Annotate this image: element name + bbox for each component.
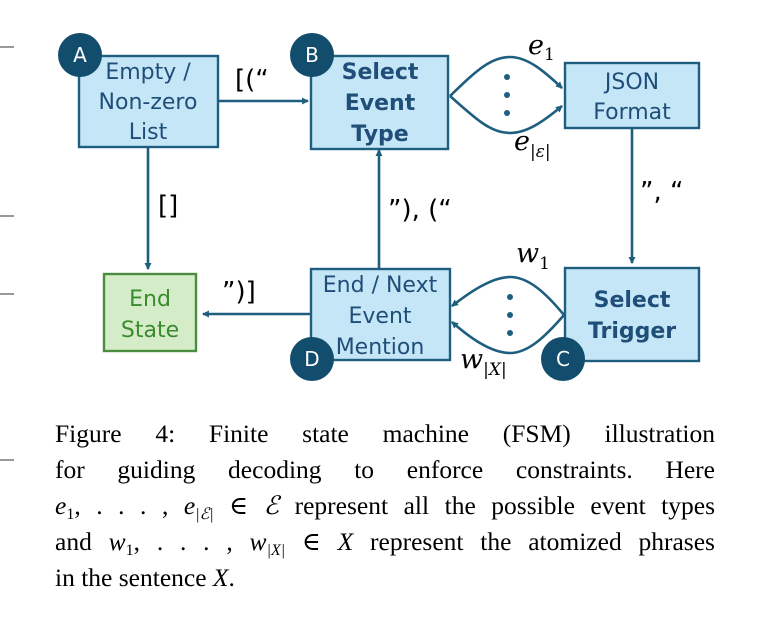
badge-c-label: C	[556, 347, 570, 371]
caption-line-4: and w1, . . . , w|X| ∈ X represent the a…	[55, 524, 715, 560]
label-w-last: w|X|	[460, 344, 507, 380]
node-b-line1: Select	[342, 60, 419, 85]
node-c-line2: Trigger	[588, 319, 676, 344]
edge-c-to-d-upper	[451, 275, 566, 316]
label-w-first-sub: 1	[539, 254, 550, 274]
caption-line-1: Figure 4: Finite state machine (FSM) ill…	[55, 419, 715, 448]
badge-a-label: A	[73, 43, 87, 67]
edges	[144, 55, 636, 355]
node-end-line2: State	[121, 318, 179, 343]
edge-label-d-to-end: ”)]	[222, 277, 256, 307]
node-b-line3: Type	[351, 122, 408, 147]
label-w-last-base: w	[460, 344, 483, 375]
node-end-line1: End	[129, 287, 171, 312]
caption-e-end: e	[183, 491, 196, 520]
node-a: Empty / Non-zero List	[77, 54, 220, 149]
node-a-line2: Non-zero	[99, 90, 198, 115]
label-e-first-base: e	[528, 30, 544, 61]
node-c: Select Trigger	[563, 266, 701, 363]
caption-w-start-sub: 1	[125, 542, 134, 559]
edge-c-to-d-lower	[451, 314, 565, 355]
caption-sentence-set: X	[337, 527, 354, 556]
label-w-first-base: w	[516, 238, 539, 269]
node-d: End / Next Event Mention	[309, 267, 452, 362]
edge-b-to-json-upper	[449, 55, 563, 97]
edge-label-d-to-b: ”), (“	[388, 195, 452, 225]
caption-w-start: w	[108, 527, 126, 556]
svg-text:e1: e1	[528, 30, 555, 65]
caption-and: and	[55, 527, 109, 556]
node-a-line1: Empty /	[105, 60, 191, 85]
caption-line-4-rest: represent the atomized phrases	[353, 527, 715, 556]
node-d-line2: Event	[348, 304, 411, 329]
badge-b-label: B	[305, 43, 319, 67]
edge-b-to-json-lower	[449, 95, 563, 135]
caption-line-2: for guiding decoding to enforce constrai…	[55, 455, 715, 484]
label-e-last: e|ε|	[514, 126, 551, 162]
ellipsis-dots-top	[504, 74, 510, 116]
badge-d: D	[290, 337, 334, 381]
caption-line-3-rest: represent all the possible event types	[279, 491, 716, 520]
caption-w-in: ∈	[285, 527, 338, 556]
label-w-first: w1	[516, 238, 550, 274]
caption-event-set: ℰ	[263, 491, 280, 521]
badge-a: A	[58, 33, 102, 77]
label-e-first-sub: 1	[544, 45, 555, 65]
node-d-line1: End / Next	[323, 273, 438, 298]
label-w-last-sub: |X|	[483, 360, 507, 380]
node-b: Select Event Type	[309, 54, 450, 151]
caption-line-5-text: in the sentence	[55, 563, 213, 592]
caption-e-start-sub: 1	[66, 506, 75, 523]
caption-line-5-end: .	[228, 563, 235, 592]
caption-e-end-sub: |ℰ|	[195, 506, 214, 523]
caption-line-3: e1, . . . , e|ℰ| ∈ ℰ represent all the p…	[55, 488, 715, 524]
svg-text:w|X|: w|X|	[460, 344, 507, 380]
edge-label-a-to-end: []	[158, 191, 178, 221]
caption-e-dots: , . . . ,	[74, 491, 184, 520]
svg-text:e|ε|: e|ε|	[514, 126, 551, 162]
caption-line-5-var: X	[212, 563, 229, 592]
label-e-first: e1	[528, 30, 555, 65]
node-c-line1: Select	[594, 288, 671, 313]
caption-w-end-sub: |X|	[266, 542, 286, 559]
node-json-format: JSON Format	[563, 61, 701, 130]
node-json-line2: Format	[593, 100, 671, 125]
caption-line-5: in the sentence X.	[55, 560, 715, 596]
caption-w-dots: , . . . ,	[133, 527, 250, 556]
margin-marks	[0, 46, 14, 461]
edge-label-json-to-c: ”, “	[640, 177, 683, 207]
label-e-last-base: e	[514, 126, 530, 157]
caption-e-start: e	[55, 491, 67, 520]
node-a-line3: List	[129, 120, 168, 145]
caption-e-in: ∈	[213, 491, 264, 520]
badge-c: C	[541, 337, 585, 381]
figure-caption: Figure 4: Finite state machine (FSM) ill…	[55, 416, 715, 596]
caption-w-end: w	[249, 527, 267, 556]
svg-text:w1: w1	[516, 238, 550, 274]
node-b-line2: Event	[345, 91, 416, 116]
node-end-state: End State	[102, 272, 198, 353]
node-json-line1: JSON	[603, 70, 659, 95]
edge-label-a-to-b: [(“	[235, 65, 269, 95]
label-e-last-sub: |ε|	[530, 142, 551, 162]
node-d-line3: Mention	[336, 335, 425, 360]
badge-b: B	[290, 33, 334, 77]
badge-d-label: D	[304, 347, 319, 371]
ellipsis-dots-bottom	[507, 294, 513, 336]
